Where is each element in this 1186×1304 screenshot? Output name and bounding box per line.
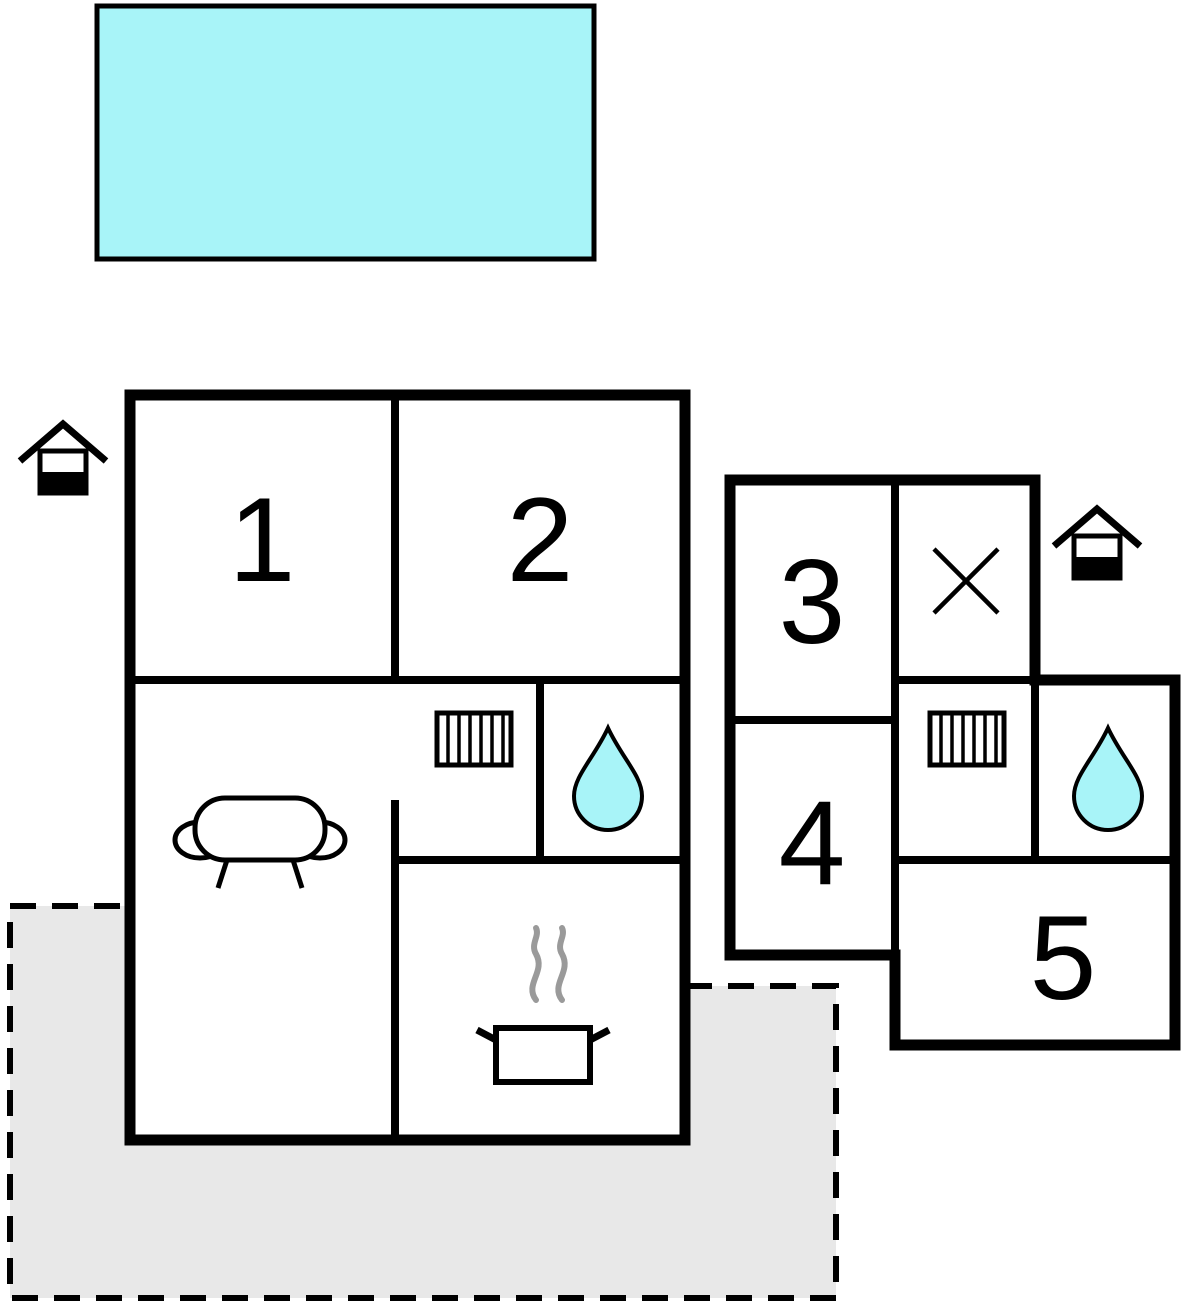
annex-building xyxy=(724,474,1181,1051)
room-label-1: 1 xyxy=(229,473,296,607)
room-label-2: 2 xyxy=(507,473,574,607)
radiator-icon xyxy=(930,713,1004,765)
main-building xyxy=(124,389,691,1146)
entrance-icon xyxy=(1054,509,1140,578)
room-label-4: 4 xyxy=(779,776,846,910)
entrance-icon xyxy=(20,424,106,493)
cross-icon xyxy=(932,547,1000,615)
steam-icon xyxy=(555,925,568,1003)
steam-icon xyxy=(529,925,542,1003)
room-label-5: 5 xyxy=(1030,891,1097,1025)
stove-icon xyxy=(475,925,611,1085)
radiator-icon xyxy=(437,713,511,765)
room-label-3: 3 xyxy=(779,535,846,669)
sofa-icon xyxy=(172,795,348,889)
pool-rectangle xyxy=(94,3,597,262)
